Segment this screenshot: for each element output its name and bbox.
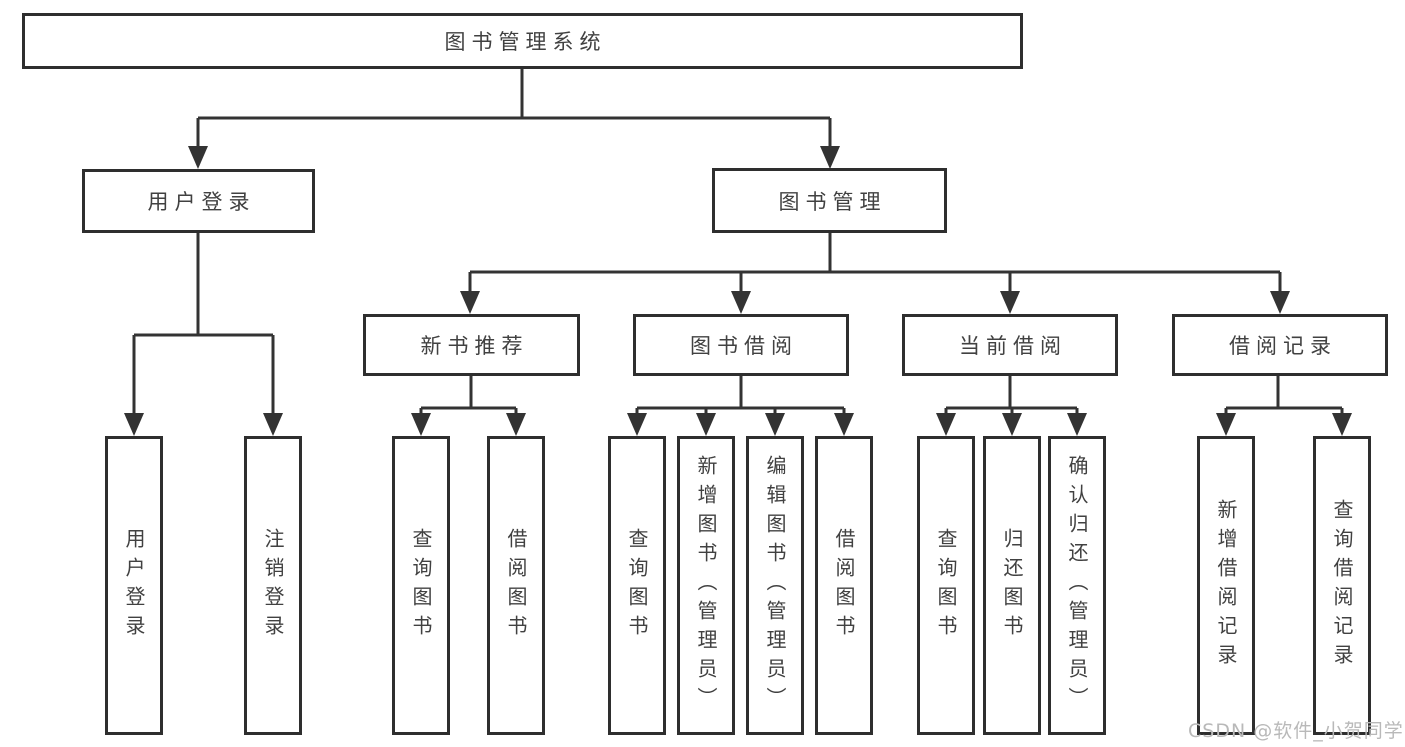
leaf-confirm-return-admin: 确认归还（管理员） — [1048, 436, 1106, 735]
leaf-logout-label: 注销登录 — [261, 527, 285, 644]
node-new-book-recommend-label: 新书推荐 — [420, 334, 529, 358]
leaf-return-books-label: 归还图书 — [1000, 527, 1024, 644]
leaf-newbook-query-books: 查询图书 — [392, 436, 450, 735]
leaf-edit-books-admin: 编辑图书（管理员） — [746, 436, 804, 735]
connector-root-to-level2 — [188, 69, 840, 169]
node-borrow-records-label: 借阅记录 — [1229, 334, 1337, 358]
csdn-watermark: CSDN @软件_小贺同学 — [1188, 720, 1404, 742]
leaf-logout: 注销登录 — [244, 436, 302, 735]
node-book-management: 图书管理 — [712, 168, 947, 233]
leaf-confirm-return-admin-label: 确认归还（管理员） — [1065, 455, 1089, 716]
node-book-borrow: 图书借阅 — [633, 314, 849, 376]
node-new-book-recommend: 新书推荐 — [363, 314, 580, 376]
leaf-borrow-query-books-label: 查询图书 — [625, 527, 649, 644]
leaf-borrow-books: 借阅图书 — [815, 436, 873, 735]
leaf-current-query-books: 查询图书 — [917, 436, 975, 735]
leaf-current-query-books-label: 查询图书 — [934, 527, 958, 644]
leaf-add-borrow-record: 新增借阅记录 — [1197, 436, 1255, 735]
leaf-user-login-label: 用户登录 — [122, 527, 146, 644]
leaf-return-books: 归还图书 — [983, 436, 1041, 735]
leaf-add-books-admin-label: 新增图书（管理员） — [694, 455, 718, 716]
leaf-newbook-borrow-books-label: 借阅图书 — [504, 527, 528, 644]
node-current-borrow: 当前借阅 — [902, 314, 1118, 376]
leaf-newbook-query-books-label: 查询图书 — [409, 527, 433, 644]
node-current-borrow-label: 当前借阅 — [959, 334, 1067, 358]
node-borrow-records: 借阅记录 — [1172, 314, 1388, 376]
connector-book-mgmt-to-level3 — [460, 233, 1290, 314]
leaf-newbook-borrow-books: 借阅图书 — [487, 436, 545, 735]
node-user-login-label: 用户登录 — [147, 190, 256, 214]
leaf-query-borrow-record-label: 查询借阅记录 — [1330, 498, 1354, 673]
connector-new-book-to-leaves — [411, 376, 526, 436]
node-user-login: 用户登录 — [82, 169, 315, 233]
leaf-borrow-query-books: 查询图书 — [608, 436, 666, 735]
node-root-system: 图书管理系统 — [22, 13, 1023, 69]
connector-current-borrow-to-leaves — [936, 376, 1087, 436]
leaf-add-borrow-record-label: 新增借阅记录 — [1214, 498, 1238, 673]
node-book-management-label: 图书管理 — [778, 189, 887, 214]
leaf-query-borrow-record: 查询借阅记录 — [1313, 436, 1371, 735]
leaf-user-login: 用户登录 — [105, 436, 163, 735]
connector-borrow-records-to-leaves — [1216, 376, 1352, 436]
leaf-borrow-books-label: 借阅图书 — [832, 527, 856, 644]
connector-book-borrow-to-leaves — [627, 376, 854, 436]
node-root-system-label: 图书管理系统 — [444, 30, 607, 54]
leaf-edit-books-admin-label: 编辑图书（管理员） — [763, 455, 787, 716]
leaf-add-books-admin: 新增图书（管理员） — [677, 436, 735, 735]
node-book-borrow-label: 图书借阅 — [690, 334, 798, 358]
connector-user-login-to-leaves — [124, 233, 283, 436]
